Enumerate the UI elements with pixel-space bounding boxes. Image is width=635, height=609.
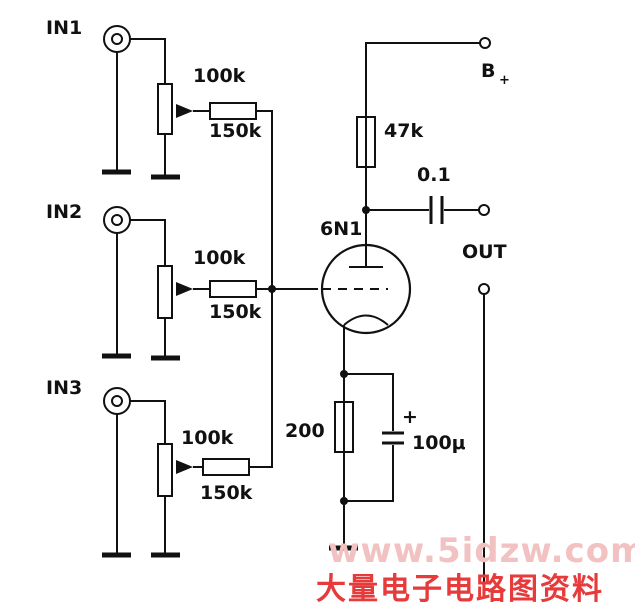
- watermark-site: www.5idzw.com: [328, 531, 635, 571]
- in3-jack[interactable]: [103, 387, 131, 415]
- supply-rail: B +: [365, 37, 510, 210]
- in2-label: IN2: [46, 201, 82, 223]
- input-channel-2: IN2 100k 150k: [46, 201, 318, 361]
- watermark-title: 大量电子电路图资料: [316, 572, 604, 607]
- in3-pot-value: 100k: [181, 427, 234, 449]
- in1-pot-value: 100k: [193, 65, 246, 87]
- supply-sign: +: [499, 73, 510, 88]
- input-channel-3: IN3 100k 150k: [46, 289, 273, 558]
- in2-potentiometer[interactable]: [151, 265, 193, 361]
- output-terminal-hot[interactable]: [478, 204, 490, 216]
- output-terminal-ground[interactable]: [478, 283, 490, 295]
- coupling-capacitor-value: 0.1: [417, 164, 451, 186]
- cathode-resistor: [334, 401, 354, 453]
- input-channel-1: IN1 100k 150k: [46, 17, 273, 289]
- output-label: OUT: [462, 241, 507, 263]
- in3-resistor-value: 150k: [200, 482, 253, 504]
- bypass-capacitor-polarity: +: [402, 406, 418, 428]
- cathode-resistor-value: 200: [285, 420, 325, 442]
- in2-mix-resistor: [209, 280, 257, 298]
- plate-resistor-value: 47k: [384, 120, 423, 142]
- plate-resistor: [356, 116, 376, 168]
- supply-label: B: [481, 60, 495, 82]
- in3-label: IN3: [46, 377, 82, 399]
- vacuum-tube: [320, 210, 412, 335]
- in1-jack[interactable]: [103, 25, 131, 53]
- in2-jack[interactable]: [103, 206, 131, 234]
- in2-pot-value: 100k: [193, 247, 246, 269]
- bypass-capacitor-value: 100μ: [412, 432, 466, 454]
- in1-potentiometer[interactable]: [151, 83, 193, 180]
- supply-terminal[interactable]: [479, 37, 491, 49]
- in2-resistor-value: 150k: [209, 301, 262, 323]
- coupling-capacitor: [366, 196, 479, 224]
- in1-resistor-value: 150k: [209, 120, 262, 142]
- in1-label: IN1: [46, 17, 82, 39]
- in3-potentiometer[interactable]: [151, 443, 193, 558]
- bypass-capacitor: [344, 373, 404, 502]
- tube-label: 6N1: [320, 218, 362, 240]
- in3-mix-resistor: [202, 458, 250, 476]
- in1-mix-resistor: [209, 102, 257, 120]
